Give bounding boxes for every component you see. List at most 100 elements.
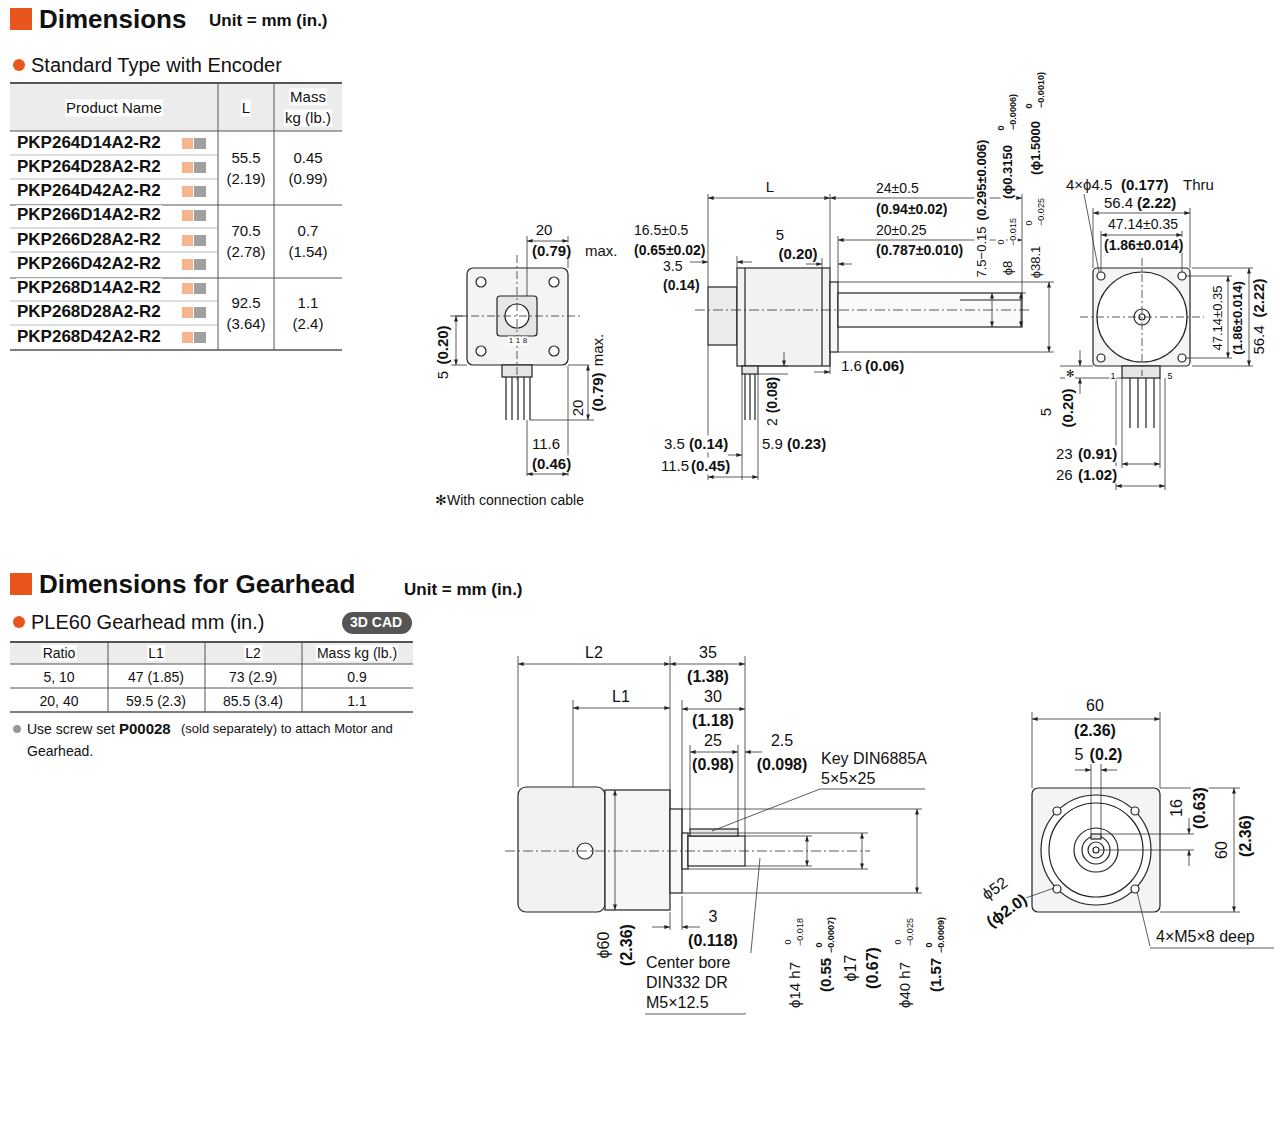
dimension-label: 5 xyxy=(1037,407,1054,417)
dimension-label: (0.45) xyxy=(690,457,731,474)
dimension-label: Mass kg (lb.) xyxy=(316,645,398,661)
dimension-label: L1 xyxy=(147,645,165,661)
dimension-label: 3.5 xyxy=(662,258,683,274)
dimension-label: 20, 40 xyxy=(39,693,80,709)
dimension-label: 20±0.25 xyxy=(875,222,928,238)
dimension-label: (ϕ1.5000 xyxy=(1029,120,1044,176)
dimension-label: (1.18) xyxy=(691,712,735,730)
dimension-label: 70.5 xyxy=(230,222,261,239)
dimension-label: (0.91) xyxy=(1077,445,1118,462)
dimension-label: (0.23) xyxy=(786,435,827,452)
dimension-label: ✻With connection cable xyxy=(434,492,585,508)
dimension-label: PKP268D28A2-R2 xyxy=(16,302,162,322)
dimension-label: ϕ40 h7 xyxy=(896,961,913,1009)
dimension-label: PKP268D42A2-R2 xyxy=(16,327,162,347)
section-title: Dimensions xyxy=(38,5,187,35)
dimension-label: PKP264D14A2-R2 xyxy=(16,133,162,153)
dimension-label: 0 xyxy=(1024,219,1034,226)
dimension-label: (0.79) xyxy=(589,371,606,412)
dimension-label: 55.5 xyxy=(230,149,261,166)
dimension-label: 25 xyxy=(703,732,723,750)
dimension-label: (2.22) xyxy=(1250,277,1267,318)
dimension-label: (0.55 xyxy=(817,957,834,993)
dimension-label: Mass xyxy=(289,88,327,105)
dimension-label: (1.38) xyxy=(686,668,730,686)
dimension-label: 1.6 xyxy=(840,357,863,374)
dimension-label: (2.22) xyxy=(1136,194,1177,211)
dimension-label: 56.4 xyxy=(1103,194,1134,211)
cad-badge: 3D CAD xyxy=(342,612,412,634)
dimension-label: Ratio xyxy=(42,645,77,661)
badge-text: 3D CAD xyxy=(350,614,404,630)
dimension-label: PKP264D28A2-R2 xyxy=(16,157,162,177)
dimension-label: (1.57 xyxy=(927,957,944,993)
dimension-label: 73 (2.9) xyxy=(228,669,278,685)
dimension-label: PKP266D14A2-R2 xyxy=(16,205,162,225)
dimension-label: (0.06) xyxy=(864,357,905,374)
dimension-label: (0.79) xyxy=(531,242,572,259)
dimension-label: (0.787±0.010) xyxy=(875,242,964,258)
dimension-label: (2.36) xyxy=(618,923,636,967)
dimension-label: 16.5±0.5 xyxy=(633,222,689,238)
dimension-label: 56.4 xyxy=(1250,324,1267,355)
dimension-label: Thru xyxy=(1182,176,1215,193)
dimension-label: 8 xyxy=(522,336,528,345)
dimension-label: ϕ60 xyxy=(595,931,613,960)
dimension-label: 47.14±0.35 xyxy=(1107,216,1179,232)
dimension-label: 20 xyxy=(569,399,586,418)
dimension-label: PKP264D42A2-R2 xyxy=(16,181,162,201)
dimension-label: (0.2) xyxy=(1089,746,1124,764)
dimension-label: (ϕ0.3150 xyxy=(1001,144,1016,200)
dimension-label: L1 xyxy=(611,688,631,706)
dimension-label: −0.018 xyxy=(795,917,805,947)
dimension-label: ϕ14 h7 xyxy=(786,961,803,1009)
dimension-label: Product Name xyxy=(65,99,163,116)
dimension-label: 0.45 xyxy=(292,149,323,166)
dimension-label: 60 xyxy=(1213,840,1231,860)
dimension-label: 5, 10 xyxy=(42,669,75,685)
dimension-label: 11.6 xyxy=(531,435,561,452)
dimension-label: (0.65±0.02) xyxy=(633,242,707,258)
dimension-label: 0 xyxy=(924,941,934,948)
dimension-label: (1.86±0.014) xyxy=(1231,280,1246,356)
dimension-label: 0.9 xyxy=(346,669,367,685)
dimension-label: (0.118) xyxy=(687,932,739,950)
dimension-label: L xyxy=(241,99,251,116)
dimension-label: 11.5 xyxy=(660,457,690,474)
dimension-label: Gearhead. xyxy=(26,743,94,759)
dimension-label: 5 xyxy=(434,370,451,380)
dimension-label: (0.20) xyxy=(777,245,818,262)
dimension-label: 3 xyxy=(708,908,719,926)
dimension-label: 1.1 xyxy=(346,693,367,709)
dimension-label: 85.5 (3.4) xyxy=(222,693,284,709)
dimension-label: (0.46) xyxy=(531,455,572,472)
dimension-label: Use screw set xyxy=(26,721,116,737)
dimension-label: 35 xyxy=(698,644,718,662)
dimension-label: 0 xyxy=(814,941,824,948)
dimension-label: −0.025 xyxy=(905,917,915,947)
dimension-label: 5 xyxy=(1074,746,1085,764)
dimension-label: (0.67) xyxy=(864,946,882,990)
dimension-label: 60 xyxy=(1085,697,1105,715)
dimension-label: (2.19) xyxy=(225,170,266,187)
dimension-label: 4×M5×8 deep xyxy=(1155,928,1256,946)
dimension-label: PKP266D28A2-R2 xyxy=(16,230,162,250)
dimension-label: 0 xyxy=(1024,102,1034,109)
dimension-label: 5 xyxy=(1166,371,1173,381)
dimension-label: 5 xyxy=(775,226,785,243)
dimension-label: 30 xyxy=(703,688,723,706)
dimension-label: (0.098) xyxy=(756,756,809,774)
dimension-label: Unit = mm (in.) xyxy=(208,11,329,31)
dimension-label: PKP268D14A2-R2 xyxy=(16,278,162,298)
dimension-label: (1.02) xyxy=(1077,466,1118,483)
dimension-label: Center bore DIN332 DR M5×12.5 xyxy=(645,953,752,1013)
dimension-label: 4×ϕ4.5 xyxy=(1065,176,1113,193)
dimension-label: 3.5 xyxy=(663,435,686,452)
dimension-label: (1.86±0.014) xyxy=(1103,237,1184,253)
dimension-label: 23 xyxy=(1055,445,1074,462)
dimension-label: 7.5−0.15 xyxy=(975,226,990,279)
dimension-label: 20 xyxy=(535,221,554,238)
dimension-label: 0 xyxy=(996,238,1006,245)
dimension-label: (sold separately) to attach Motor and xyxy=(180,722,394,737)
dimension-label: −0.025 xyxy=(1036,197,1046,227)
